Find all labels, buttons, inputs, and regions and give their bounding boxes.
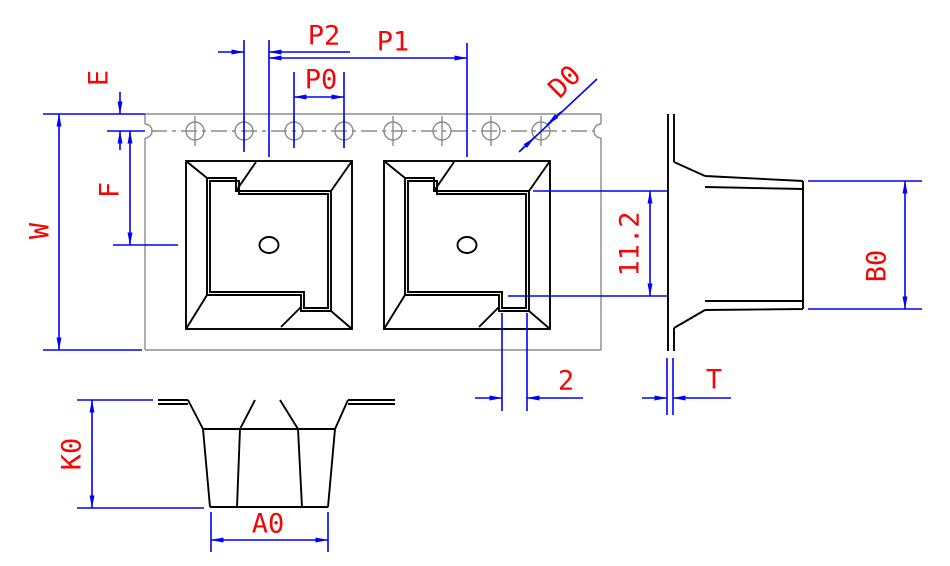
dim-label-d0: D0 bbox=[543, 60, 588, 105]
sprocket-hole bbox=[481, 121, 501, 141]
sprocket-hole bbox=[432, 121, 452, 141]
dim-p0-extension-lines bbox=[293, 72, 345, 148]
dim-label-112: 11.2 bbox=[615, 211, 646, 276]
pocket-outer-rim bbox=[185, 160, 353, 330]
dim-label-p2: P2 bbox=[308, 21, 341, 52]
dim-2-extension-lines bbox=[501, 313, 528, 411]
dimension-k0: K0 bbox=[57, 399, 204, 509]
dimension-pocket-inner-height: 11.2 bbox=[508, 190, 667, 297]
dim-a0-extension-lines bbox=[210, 512, 329, 552]
dim-label-k0: K0 bbox=[57, 438, 88, 471]
pocket-top-view-2 bbox=[383, 160, 551, 330]
dimension-f: F bbox=[95, 130, 178, 246]
dim-d0-arrow-upper bbox=[546, 111, 562, 126]
dim-label-p0: P0 bbox=[305, 65, 338, 96]
dim-112-extension-lines bbox=[508, 190, 667, 297]
dim-label-a0: A0 bbox=[252, 509, 285, 540]
dim-label-p1: P1 bbox=[377, 27, 410, 58]
dim-label-b0: B0 bbox=[862, 250, 893, 283]
dim-label-t: T bbox=[706, 365, 722, 396]
section-view-profile bbox=[158, 399, 395, 508]
pocket-floor-inner-outline bbox=[209, 180, 329, 309]
pocket-center-hole bbox=[258, 236, 280, 254]
pockets-top-view bbox=[185, 160, 551, 330]
dim-t-extension-lines bbox=[666, 358, 674, 415]
dim-label-e: E bbox=[84, 70, 115, 86]
dimension-p0: P0 bbox=[293, 65, 345, 148]
pocket-section-view bbox=[158, 399, 395, 508]
dimension-p1: P1 bbox=[268, 27, 468, 157]
dimension-w: W bbox=[25, 113, 145, 351]
dim-label-w: W bbox=[25, 222, 56, 239]
sprocket-hole bbox=[383, 121, 403, 141]
pocket-side-view bbox=[667, 114, 804, 351]
dim-d0-arrow-lower bbox=[520, 136, 536, 151]
dim-label-2: 2 bbox=[558, 366, 574, 397]
dimension-p2: P2 bbox=[218, 21, 350, 157]
dimension-d0: D0 bbox=[518, 60, 598, 153]
dimension-a0: A0 bbox=[210, 509, 329, 552]
dimension-notch-width: 2 bbox=[475, 313, 583, 411]
sprocket-hole bbox=[531, 121, 551, 141]
tape-edges bbox=[144, 113, 602, 351]
side-view-profile bbox=[667, 114, 804, 351]
sprocket-hole bbox=[185, 121, 205, 141]
dim-k0-extension-lines bbox=[77, 399, 204, 509]
dimension-b0: B0 bbox=[808, 180, 922, 310]
dimension-t: T bbox=[642, 358, 731, 415]
pocket-top-view bbox=[185, 160, 353, 330]
pocket-corner-bevels bbox=[185, 160, 353, 330]
dimension-e: E bbox=[84, 70, 145, 150]
dim-label-f: F bbox=[95, 182, 126, 198]
